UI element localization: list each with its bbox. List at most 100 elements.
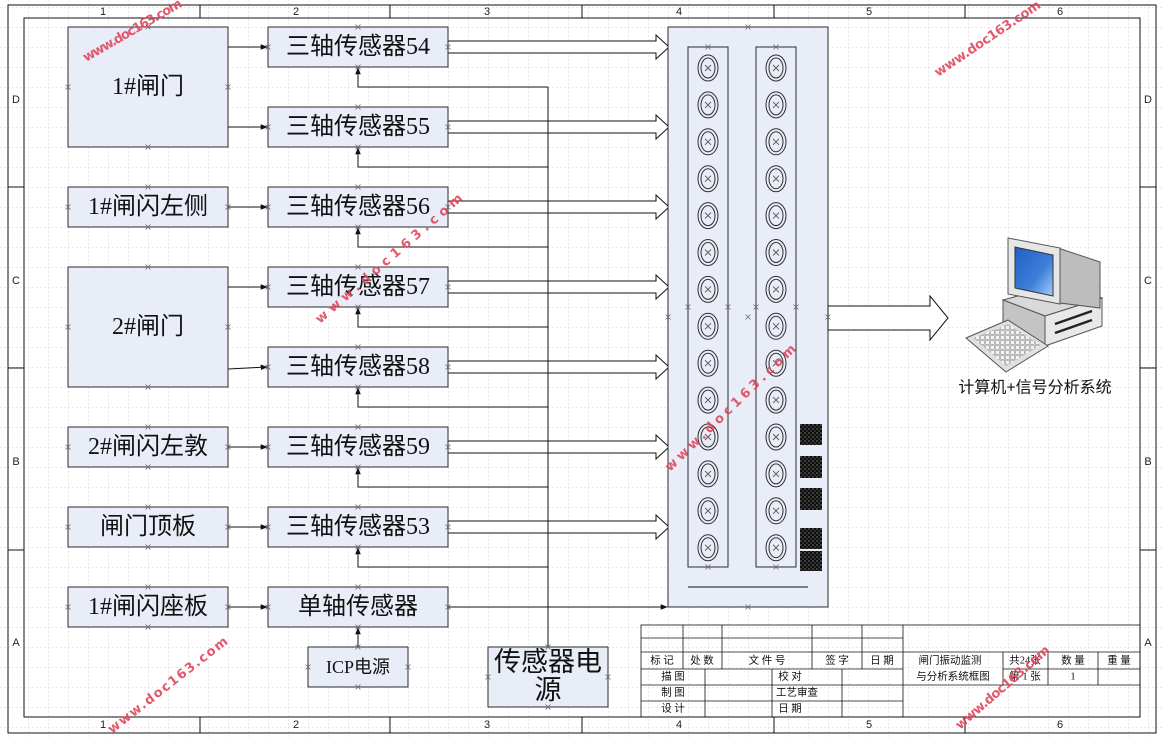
drawing-title-line-2: 与分析系统框图	[916, 670, 990, 683]
connection-point-icon	[445, 444, 451, 450]
connection-point-icon	[355, 424, 361, 430]
terminal-inner-ring	[700, 426, 716, 448]
terminal-inner-ring	[700, 57, 716, 79]
sensor-label: 三轴传感器56	[286, 193, 430, 220]
terminal-ring	[765, 202, 787, 230]
terminal-inner-ring	[768, 463, 784, 485]
connection-point-icon	[773, 564, 779, 570]
connection-point-icon	[355, 344, 361, 350]
bottom-ruler-ticks	[199, 717, 966, 733]
computer-caption: 计算机+信号分析系统	[958, 378, 1111, 397]
terminal-ring	[765, 91, 787, 119]
connection-point-icon	[225, 324, 231, 330]
terminal-connector-icon	[765, 497, 787, 525]
role-trace: 描 图	[661, 670, 685, 683]
source-gate-2-pier: 2#闸闪左敦	[67, 426, 229, 468]
connection-point-icon	[355, 464, 361, 470]
connection-point-icon	[355, 684, 361, 690]
connection-point-icon	[355, 24, 361, 30]
terminal-cross-icon	[772, 359, 780, 367]
connection-point-icon	[745, 604, 751, 610]
terminal-inner-ring	[700, 168, 716, 190]
terminal-ring	[765, 54, 787, 82]
connection-point-icon	[225, 604, 231, 610]
power-feed-arrow	[355, 67, 548, 88]
connection-point-icon	[145, 384, 151, 390]
sensor-label: 三轴传感器59	[286, 433, 430, 460]
left-row-label: A	[12, 637, 20, 649]
connection-point-icon	[265, 604, 271, 610]
terminal-inner-ring	[700, 278, 716, 300]
sensor-label: 三轴传感器58	[286, 353, 430, 380]
weight-label: 重 量	[1107, 654, 1131, 667]
terminal-inner-ring	[700, 537, 716, 559]
keyboard-keys	[973, 324, 1041, 366]
terminal-connector-icon	[765, 423, 787, 451]
terminal-connector-icon	[697, 534, 719, 562]
wiring-layer	[227, 33, 670, 647]
connection-point-icon	[445, 44, 451, 50]
terminal-connector-icon	[697, 54, 719, 82]
connection-point-icon	[825, 314, 831, 320]
connection-point-icon	[65, 604, 71, 610]
connection-point-icon	[265, 44, 271, 50]
right-row-label: D	[1144, 94, 1152, 106]
terminal-connector-icon	[697, 423, 719, 451]
terminal-cross-icon	[772, 544, 780, 552]
terminal-inner-ring	[700, 94, 716, 116]
connection-point-icon	[405, 664, 411, 670]
source-label: 2#闸闪左敦	[88, 433, 208, 460]
header-signature: 签 字	[825, 654, 849, 667]
top-column-label: 5	[866, 6, 872, 18]
terminal-connector-icon	[765, 534, 787, 562]
module-block	[800, 456, 822, 478]
connection-point-icon	[355, 184, 361, 190]
terminal-ring	[697, 386, 719, 414]
title-block: 标 记 处 数 文 件 号 签 字 日 期 描 图 校 对 制 图 工艺审查 设…	[640, 624, 1141, 718]
terminal-inner-ring	[768, 278, 784, 300]
terminal-inner-ring	[700, 131, 716, 153]
terminal-cross-icon	[704, 101, 712, 109]
connection-point-icon	[145, 624, 151, 630]
source-to-sensor-arrow	[227, 364, 268, 371]
connection-point-icon	[355, 64, 361, 70]
right-row-label: A	[1144, 637, 1152, 649]
terminal-ring	[765, 460, 787, 488]
power-feed-arrow	[355, 387, 548, 408]
power-feed-arrow	[355, 147, 548, 168]
terminal-ring	[765, 386, 787, 414]
terminal-inner-ring	[768, 242, 784, 263]
terminal-inner-ring	[768, 500, 784, 522]
terminal-connector-icon	[765, 460, 787, 488]
power-feed-arrow	[355, 547, 548, 568]
terminal-connector-icon	[697, 239, 719, 266]
terminal-cross-icon	[772, 138, 780, 146]
top-column-label: 6	[1057, 6, 1063, 18]
connection-point-icon	[445, 204, 451, 210]
connection-point-icon	[445, 284, 451, 290]
terminal-connector-icon	[697, 386, 719, 414]
terminal-ring	[697, 202, 719, 230]
drive-slot	[1054, 318, 1093, 335]
terminal-ring	[765, 349, 787, 377]
terminal-cross-icon	[772, 470, 780, 478]
connection-point-icon	[745, 24, 751, 30]
connection-point-icon	[355, 104, 361, 110]
module-block	[800, 424, 822, 445]
connection-point-icon	[355, 264, 361, 270]
terminal-inner-ring	[768, 315, 784, 337]
quantity-label: 数 量	[1061, 654, 1085, 667]
header-count: 处 数	[690, 654, 714, 667]
connection-point-icon	[545, 644, 551, 650]
terminal-ring	[697, 349, 719, 377]
terminal-connector-icon	[765, 202, 787, 230]
sensor-label: 单轴传感器	[298, 593, 418, 620]
connection-point-icon	[65, 324, 71, 330]
connection-point-icon	[225, 84, 231, 90]
connection-point-icon	[773, 44, 779, 50]
bottom-column-label: 1	[100, 719, 106, 731]
terminal-cross-icon	[772, 249, 780, 256]
terminal-connector-icon	[765, 165, 787, 193]
connection-point-icon	[445, 364, 451, 370]
connection-point-icon	[545, 704, 551, 710]
